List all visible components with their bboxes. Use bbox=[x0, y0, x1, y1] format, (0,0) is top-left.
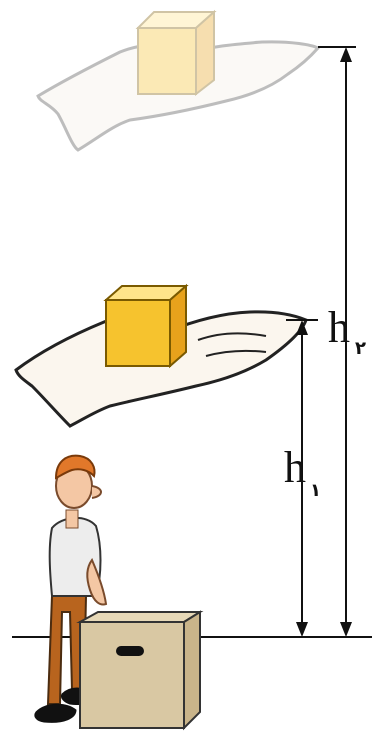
person-neck bbox=[66, 510, 78, 528]
h1-label-sub: ۱ bbox=[310, 480, 321, 501]
box-front bbox=[80, 622, 184, 728]
upper-cube-front bbox=[138, 28, 196, 94]
upper-cube-side bbox=[196, 12, 214, 94]
h2-label-sub: ۲ bbox=[355, 338, 366, 359]
h1-arrow-bottom bbox=[296, 622, 308, 637]
middle-cube-front bbox=[106, 300, 170, 366]
box-side bbox=[184, 612, 200, 728]
h2-arrow-bottom bbox=[340, 622, 352, 637]
box-handle-hole bbox=[116, 646, 144, 656]
h2-arrow-top bbox=[340, 47, 352, 62]
person-nose bbox=[92, 486, 101, 498]
middle-hand-with-cube bbox=[16, 286, 306, 426]
h2-label-main: h bbox=[328, 303, 350, 352]
h1-label-main: h bbox=[284, 443, 306, 492]
middle-cube-side bbox=[170, 286, 186, 366]
person-shoe-left bbox=[35, 704, 76, 722]
cardboard-box bbox=[80, 612, 200, 728]
upper-hand-with-cube bbox=[38, 12, 318, 150]
box-top bbox=[80, 612, 200, 622]
